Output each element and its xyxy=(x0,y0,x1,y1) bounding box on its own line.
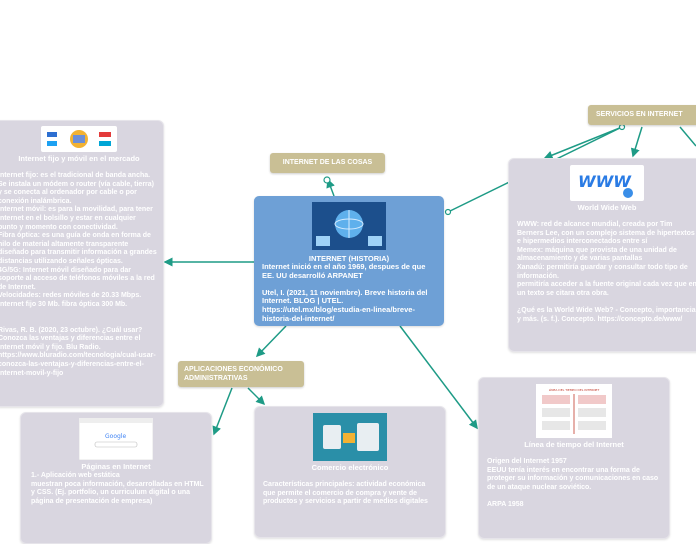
card-title: World Wide Web xyxy=(577,203,637,212)
topic-label: INTERNET DE LAS COSAS xyxy=(282,159,373,166)
link-aplicaciones-to-paginas xyxy=(212,387,233,436)
svg-text:Google: Google xyxy=(105,433,126,440)
timeline-thumb-caption: LÍNEA DEL TIEMPO DEL INTERNET xyxy=(549,387,600,392)
globe-network-icon xyxy=(312,202,386,250)
google-page-icon: Google xyxy=(79,418,153,460)
central-body: Internet inició en el año 1969, despues … xyxy=(262,262,428,323)
node-handle-servicios xyxy=(618,123,626,131)
card-body: Características principales: actividad e… xyxy=(263,481,428,506)
card-body: 1.- Aplicación web estática muestran poc… xyxy=(31,472,204,505)
link-to-timeline xyxy=(399,325,478,430)
card-title: Internet fijo y móvil en el mercado xyxy=(18,154,140,163)
svg-text:WWW: WWW xyxy=(578,172,632,191)
link-servicios-to-www xyxy=(543,126,623,160)
isp-logos-icon xyxy=(41,126,117,152)
card-paginas-en-internet[interactable]: Google Páginas en Internet 1.- Aplicació… xyxy=(20,412,212,544)
ecommerce-icon xyxy=(313,413,387,461)
link-to-aplicaciones xyxy=(255,325,287,358)
card-comercio-electronico[interactable]: Comercio electrónico Características pri… xyxy=(254,406,446,538)
www-globe-icon: WWW xyxy=(570,165,644,201)
card-body: WWW: red de alcance mundial, creada por … xyxy=(517,221,696,323)
topic-label: SERVICIOS EN INTERNET xyxy=(596,111,683,118)
central-node-internet-historia[interactable]: INTERNET (HISTORIA) Internet inició en e… xyxy=(254,196,444,326)
card-world-wide-web[interactable]: WWW World Wide Web WWW: red de alcance m… xyxy=(508,158,696,352)
link-aplicaciones-to-comercio xyxy=(247,387,266,406)
card-title: Páginas en Internet xyxy=(81,462,151,471)
node-handle-cosas xyxy=(323,176,331,184)
link-servicios-to-www-right xyxy=(630,126,643,158)
card-body: Internet fijo: es el tradicional de band… xyxy=(0,172,157,377)
card-linea-de-tiempo[interactable]: LÍNEA DEL TIEMPO DEL INTERNET Línea de t… xyxy=(478,377,670,539)
card-body: Origen del Internet 1957 EEUU tenía inte… xyxy=(487,458,659,508)
timeline-document-icon: LÍNEA DEL TIEMPO DEL INTERNET xyxy=(536,384,612,438)
link-servicios-to-offscreen xyxy=(679,126,696,147)
card-title: Comercio electrónico xyxy=(311,463,389,472)
topic-internet-de-las-cosas[interactable]: INTERNET DE LAS COSAS xyxy=(270,153,385,173)
card-title: Línea de tiempo del Internet xyxy=(524,440,624,449)
node-handle-central-right xyxy=(444,208,452,216)
central-title: INTERNET (HISTORIA) xyxy=(308,254,390,263)
topic-aplicaciones-economico-administrativas[interactable]: APLICACIONES ECONÓMICO ADMINISTRATIVAS xyxy=(178,361,304,387)
topic-servicios-en-internet[interactable]: SERVICIOS EN INTERNET xyxy=(588,105,696,125)
card-internet-fijo-movil[interactable]: Internet fijo y móvil en el mercado Inte… xyxy=(0,120,164,407)
topic-label: APLICACIONES ECONÓMICO ADMINISTRATIVAS xyxy=(184,366,283,382)
